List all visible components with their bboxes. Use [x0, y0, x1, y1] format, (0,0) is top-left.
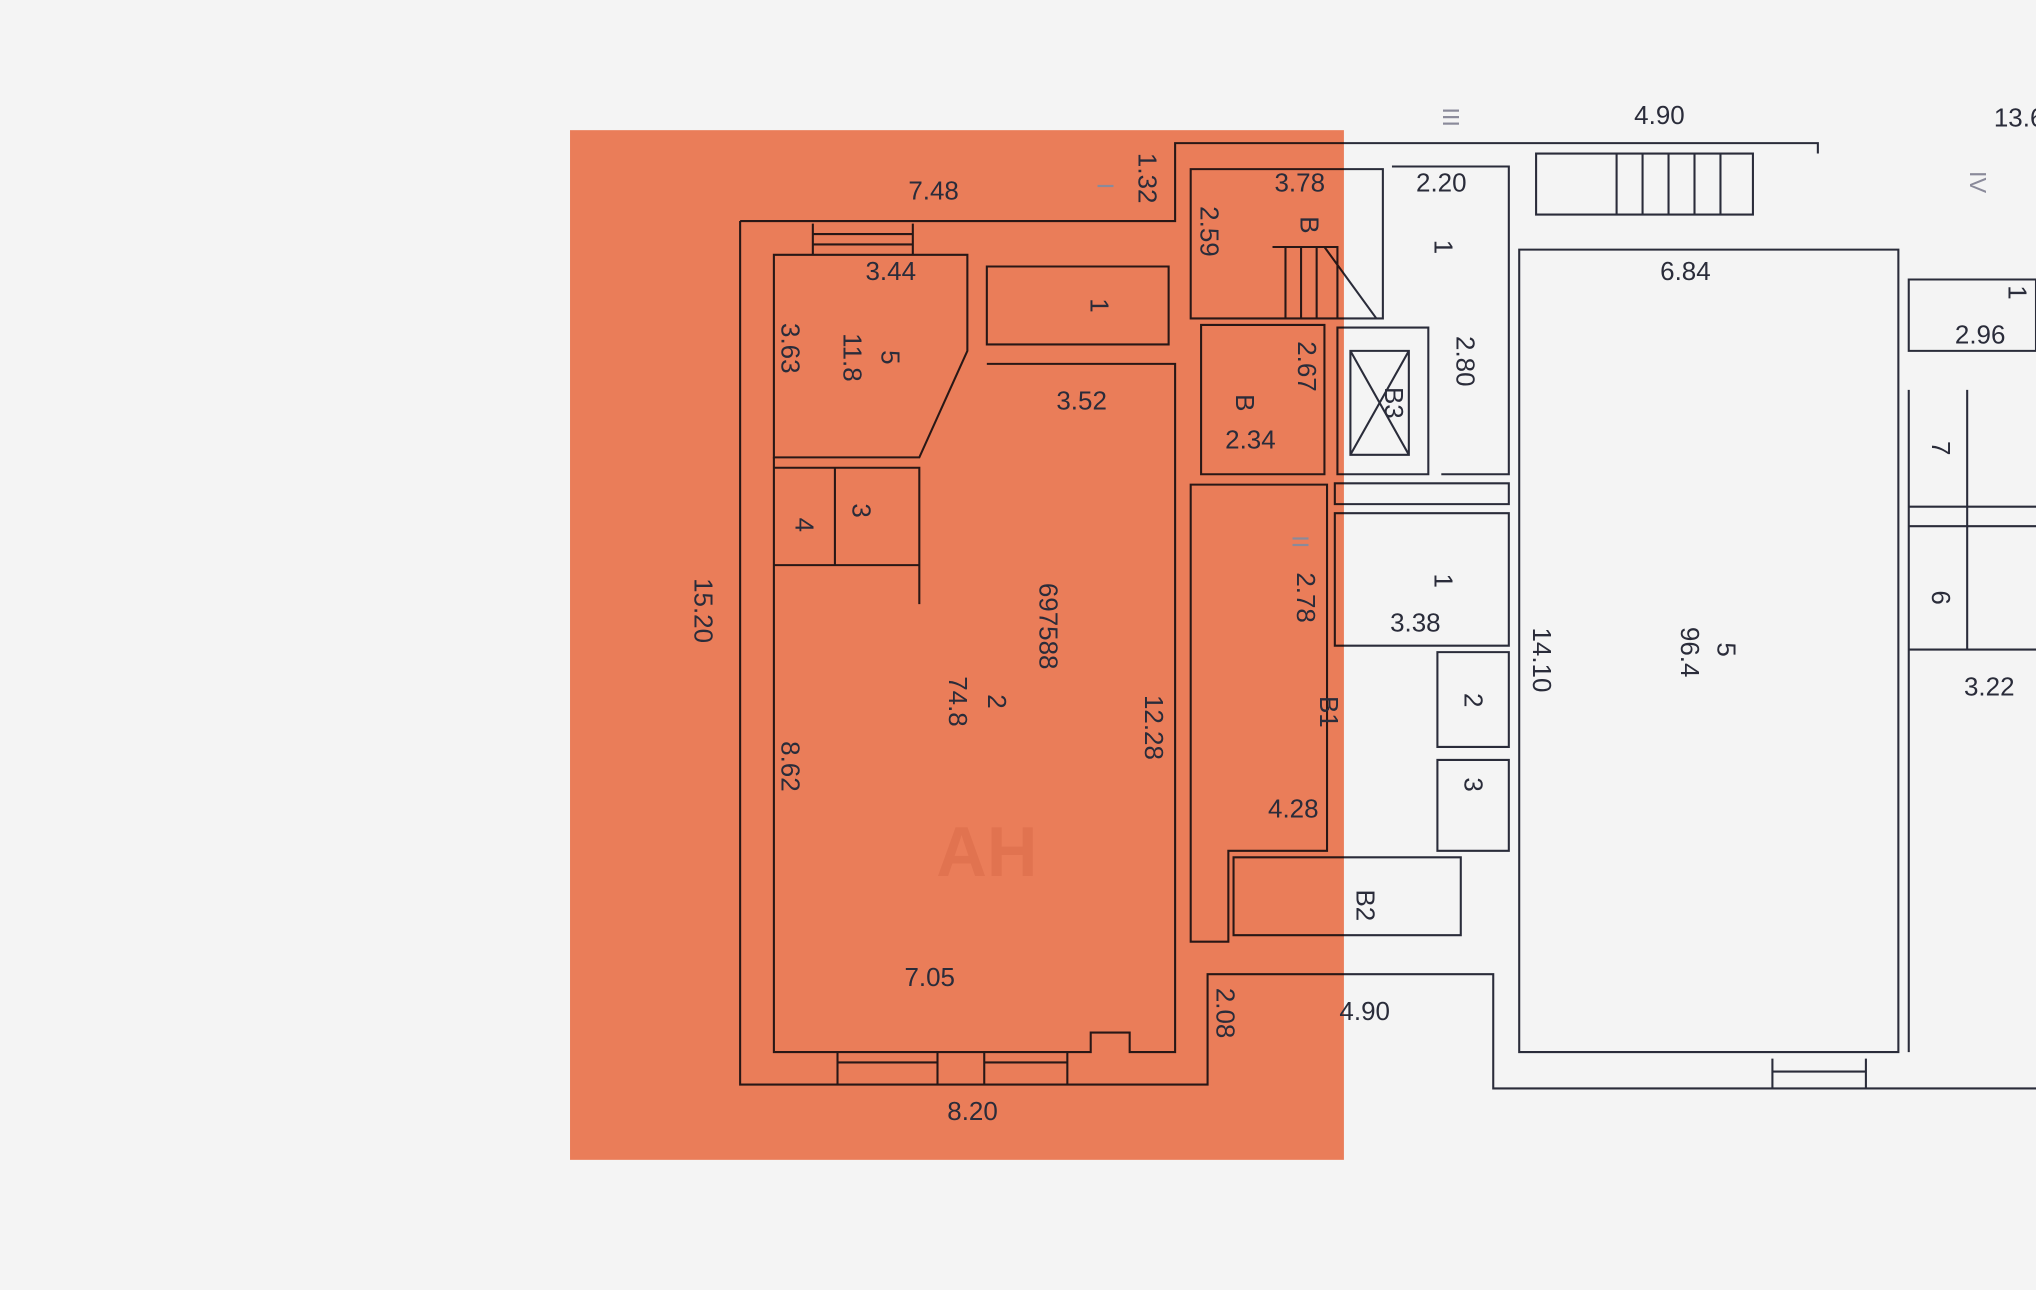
room-label: В — [1230, 394, 1260, 411]
dim-label: 2.80 — [1451, 336, 1481, 387]
section-marker: I — [1093, 183, 1119, 190]
section-marker: IV — [1965, 171, 1991, 193]
dim-label: 3.38 — [1390, 608, 1441, 638]
room-label: В — [1295, 216, 1325, 233]
dim-label: 2.59 — [1195, 206, 1225, 257]
dim-label: 2.67 — [1292, 341, 1322, 392]
dim-label: 4.28 — [1268, 793, 1319, 823]
dim-label: 3.22 — [1964, 671, 2015, 701]
dim-label: 4.90 — [1339, 996, 1390, 1026]
dim-label: 3.63 — [775, 323, 805, 374]
room-label: В1 — [1314, 696, 1344, 728]
room-number: 4 — [790, 518, 820, 532]
dim-label: 3.52 — [1056, 386, 1107, 416]
room-number: 1 — [1428, 240, 1458, 254]
dim-label: 14.10 — [1527, 627, 1557, 692]
dim-label: 7.48 — [908, 175, 959, 205]
cadastral-number: 697588 — [1034, 583, 1064, 670]
room-number: 1 — [1428, 574, 1458, 588]
dim-label: 3.44 — [865, 256, 916, 286]
room-number: 3 — [847, 503, 877, 517]
dim-label: 12.28 — [1139, 695, 1169, 760]
room-area: 11.8 — [838, 333, 868, 382]
dim-label: 2.08 — [1210, 988, 1240, 1039]
highlight-overlay — [570, 130, 1344, 1160]
room-number: 5 — [875, 350, 905, 364]
dim-label: 7.05 — [904, 962, 955, 992]
room-area: 74.8 — [943, 676, 973, 727]
section-marker: II — [1287, 535, 1313, 548]
room-label: В2 — [1351, 889, 1381, 921]
room-number: 1 — [1084, 298, 1114, 312]
dim-label: 2.96 — [1955, 319, 2006, 349]
dim-label: 6.84 — [1660, 256, 1711, 286]
dim-label: 8.20 — [947, 1096, 998, 1126]
dim-label: 2.78 — [1291, 572, 1321, 623]
dim-label: 8.62 — [775, 741, 805, 792]
room-number: 1 — [2002, 285, 2032, 299]
room-number: 6 — [1926, 590, 1956, 604]
room-number: 5 — [1712, 642, 1742, 656]
dimension-labels: 7.48 1.32 I 3.78 2.59 В 2.20 1 4.90 III … — [688, 100, 2036, 1126]
room-number: 7 — [1926, 441, 1956, 455]
room-number: 2 — [1458, 693, 1488, 707]
dim-label: 2.20 — [1416, 168, 1467, 198]
dim-label: 4.90 — [1634, 100, 1685, 130]
section-marker: III — [1438, 107, 1464, 126]
dim-label: 13.6 — [1994, 103, 2036, 133]
room-area: 96.4 — [1675, 627, 1705, 678]
dim-label: 2.34 — [1225, 425, 1276, 455]
dim-label: 3.78 — [1275, 168, 1326, 198]
room-label: В3 — [1379, 387, 1409, 419]
watermark-logo: AH — [936, 813, 1037, 891]
room-number: 2 — [982, 694, 1012, 708]
dim-label: 15.20 — [688, 578, 718, 643]
dim-label: 1.32 — [1132, 153, 1162, 204]
room-number: 3 — [1458, 777, 1488, 791]
